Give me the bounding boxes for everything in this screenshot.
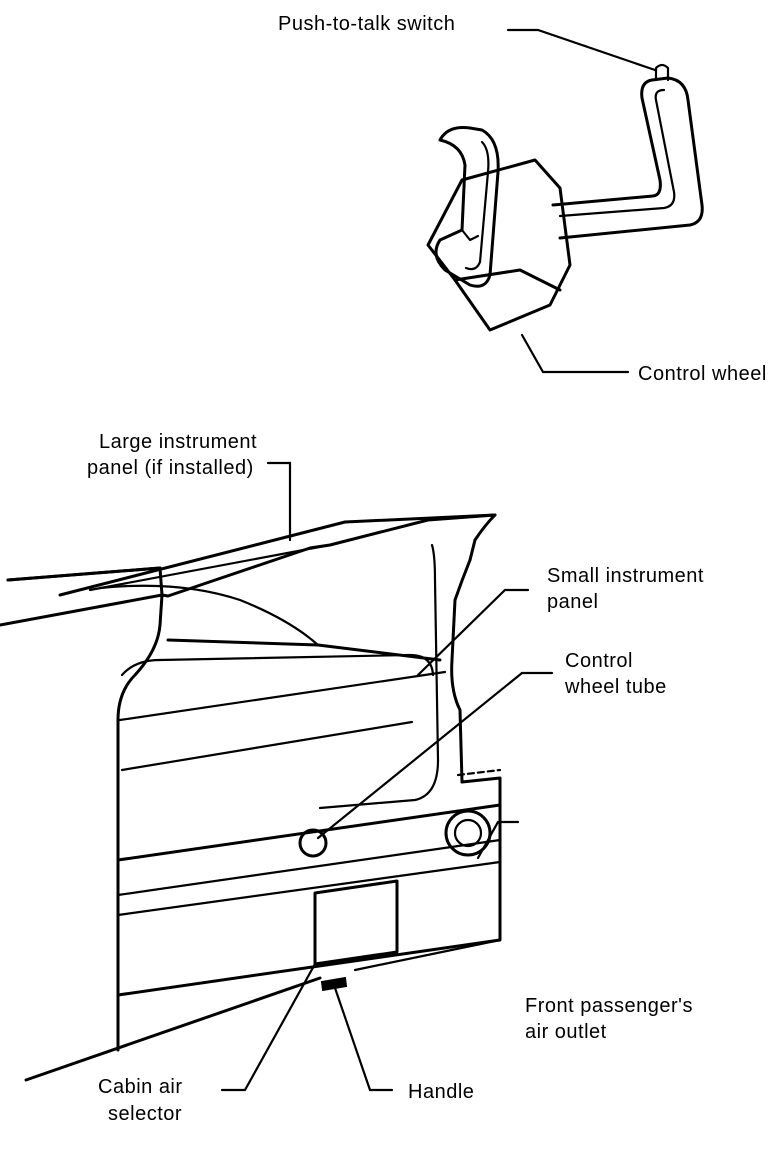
label-air-outlet-line1: Front passenger's <box>525 995 693 1017</box>
label-cabin-air-selector-line1: Cabin air <box>98 1076 183 1098</box>
label-control-wheel: Control wheel <box>638 363 767 385</box>
label-cabin-air-selector-line2: selector <box>108 1103 182 1125</box>
leader-lines <box>220 28 657 1092</box>
label-wheel-tube-line2: wheel tube <box>564 676 667 698</box>
control-wheel-tube-hole <box>298 828 328 858</box>
label-push-to-talk: Push-to-talk switch <box>278 13 455 35</box>
handle-shape <box>320 976 348 992</box>
push-to-talk-button <box>654 63 670 82</box>
air-outlet-ring <box>444 809 492 857</box>
air-outlet-inner <box>453 818 483 848</box>
label-air-outlet-line2: air outlet <box>525 1021 607 1043</box>
label-large-panel-line2: panel (if installed) <box>87 457 254 479</box>
label-small-panel-line2: panel <box>547 591 598 613</box>
control-wheel-drawing <box>426 63 704 332</box>
labels: Push-to-talk switch Control wheel Large … <box>87 13 767 1125</box>
instrument-panel-drawing <box>0 513 502 1082</box>
label-large-panel-line1: Large instrument <box>99 431 257 453</box>
label-wheel-tube-line1: Control <box>565 650 633 672</box>
label-handle: Handle <box>408 1081 474 1103</box>
label-small-panel-line1: Small instrument <box>547 565 704 587</box>
cabin-air-selector-box <box>313 879 399 966</box>
